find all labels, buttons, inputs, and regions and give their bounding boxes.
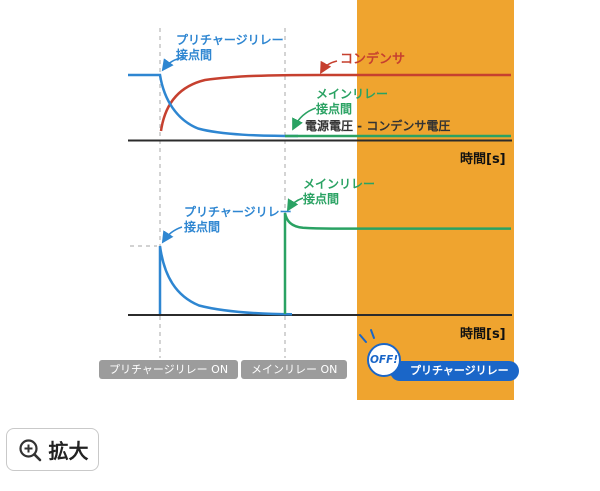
badge-main-on: メインリレー ON [241, 360, 348, 379]
callout-arrow-main-top [292, 107, 317, 131]
callout-arrow-capacitor [320, 60, 338, 75]
zoom-button[interactable]: 拡大 [6, 428, 99, 471]
main-current-spike-curve [283, 212, 511, 314]
label-precharge-contact-top: プリチャージリレー 接点間 [176, 33, 284, 62]
label-voltage-diff: 電源電圧 - コンデンサ電圧 [305, 119, 451, 133]
callout-arrow-main-bottom [286, 197, 304, 212]
off-badge: OFF! [367, 343, 401, 377]
label-main-contact-top: メインリレー 接点間 [316, 87, 389, 116]
precharge-contact-voltage-curve [128, 73, 299, 138]
precharge-current-spike-curve [158, 245, 293, 316]
badge-precharge-on: プリチャージリレー ON [99, 360, 239, 379]
label-main-contact-bottom: メインリレー 接点間 [303, 177, 376, 206]
magnifier-plus-icon [18, 438, 41, 461]
badge-precharge-relay-off: プリチャージリレー [390, 361, 519, 381]
bottom-time-axis-label: 時間[s] [460, 327, 506, 342]
callout-arrow-precharge-top [161, 56, 185, 72]
highlight-band [357, 0, 514, 400]
relay-timing-diagram [128, 0, 514, 400]
label-precharge-contact-bottom: プリチャージリレー 接点間 [184, 205, 292, 234]
callout-arrow-precharge-bottom [161, 226, 183, 244]
zoom-button-label: 拡大 [48, 439, 89, 463]
off-sparkle-icon [359, 329, 375, 343]
top-time-axis-label: 時間[s] [460, 152, 506, 167]
capacitor-voltage-curve [159, 73, 511, 132]
label-capacitor: コンデンサ [340, 52, 406, 67]
